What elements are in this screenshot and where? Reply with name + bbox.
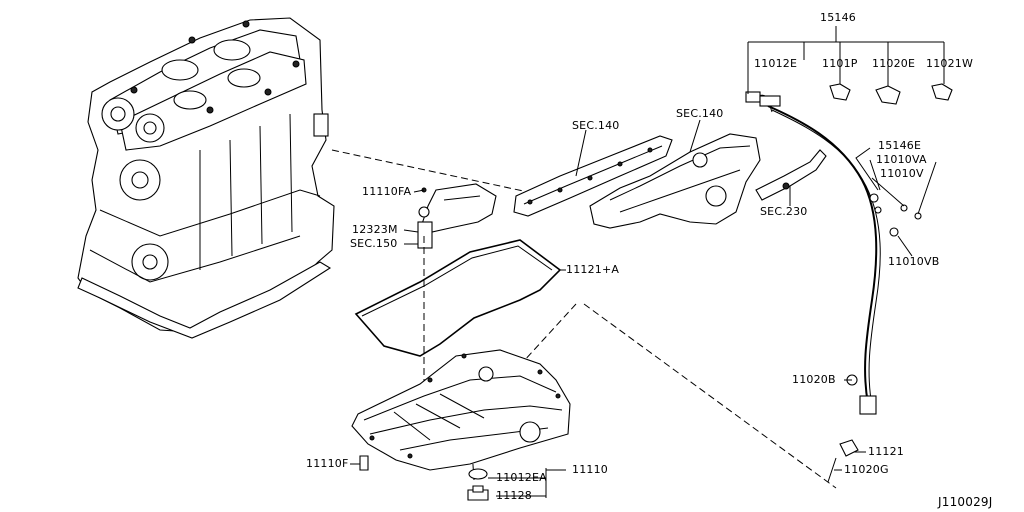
cover-gasket: [513, 135, 673, 217]
diagram-id: J110029J: [938, 495, 993, 509]
leader-pan-2: [583, 303, 837, 489]
oil-pan: [351, 349, 571, 471]
label-11121a: 11121+A: [566, 263, 620, 276]
label-11110fa: 11110FA: [362, 185, 412, 198]
fasteners: [359, 455, 489, 501]
label-11110f: 11110F: [306, 457, 349, 470]
oil-strainer: [417, 183, 497, 249]
label-12323m: 12323M: [352, 223, 398, 236]
label-11010va: 11010VA: [876, 153, 927, 166]
kit-clips: [759, 83, 953, 107]
label-11020g: 11020G: [844, 463, 889, 476]
label-sec230: SEC.230: [760, 205, 808, 218]
engine-block: [77, 17, 335, 339]
label-11128: 11128: [496, 489, 532, 502]
label-1101p: 1101P: [822, 57, 858, 70]
label-sec140-a: SEC.140: [572, 119, 620, 132]
label-11020e: 11020E: [872, 57, 916, 70]
label-leaders: [350, 26, 945, 498]
label-11121: 11121: [868, 445, 904, 458]
leader-engine-to-gasket: [331, 149, 557, 199]
label-11010v: 11010V: [880, 167, 924, 180]
label-11012ea: 11012EA: [496, 471, 547, 484]
oil-pan-gasket: [354, 239, 562, 357]
label-sec150: SEC.150: [350, 237, 398, 250]
label-11012e: 11012E: [754, 57, 798, 70]
dipstick-assembly: [745, 91, 922, 483]
sec230-bracket: [755, 149, 827, 201]
label-11010vb: 11010VB: [888, 255, 940, 268]
label-15146e: 15146E: [878, 139, 922, 152]
label-11110: 11110: [572, 463, 608, 476]
label-kit: 15146: [820, 11, 856, 24]
label-11021w: 11021W: [926, 57, 974, 70]
label-11020b: 11020B: [792, 373, 836, 386]
manifold: [589, 133, 761, 229]
label-sec140-b: SEC.140: [676, 107, 724, 120]
